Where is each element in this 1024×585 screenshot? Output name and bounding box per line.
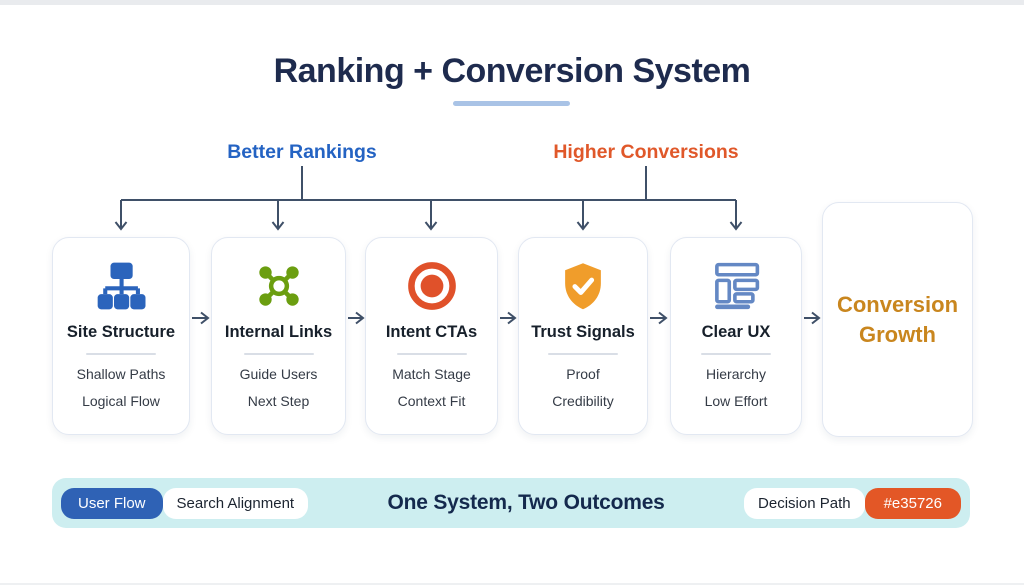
card-divider bbox=[243, 353, 314, 355]
branch-label-better-rankings: Better Rankings bbox=[227, 141, 377, 163]
page-title: Ranking + Conversion System bbox=[273, 52, 751, 90]
card-divider bbox=[396, 353, 467, 355]
card-point: Credibility bbox=[552, 393, 614, 409]
card-divider bbox=[86, 353, 156, 355]
target-icon bbox=[406, 257, 458, 315]
screen-bottom-edge bbox=[0, 583, 1024, 585]
card-intent-ctas: Intent CTAs Match Stage Context Fit bbox=[365, 237, 498, 435]
card-point: Context Fit bbox=[397, 393, 466, 409]
card-point: Hierarchy bbox=[706, 366, 766, 382]
shield-check-icon bbox=[557, 257, 609, 315]
card-title: Trust Signals bbox=[531, 323, 635, 341]
badge-search-alignment: Search Alignment bbox=[162, 487, 309, 519]
card-clear-ux: Clear UX Hierarchy Low Effort bbox=[670, 237, 802, 435]
footer-legend-bar: User Flow Search Alignment One System, T… bbox=[52, 478, 970, 528]
card-trust-signals: Trust Signals Proof Credibility bbox=[518, 237, 648, 435]
card-point: Guide Users bbox=[239, 366, 318, 382]
card-point: Low Effort bbox=[704, 393, 768, 409]
screen-top-edge bbox=[0, 0, 1024, 5]
card-title: Clear UX bbox=[701, 323, 771, 341]
badge-color-swatch: #e35726 bbox=[864, 487, 961, 519]
badge-decision-path: Decision Path bbox=[744, 487, 865, 519]
title-underline bbox=[453, 101, 570, 106]
card-title: Intent CTAs bbox=[385, 323, 478, 341]
card-point: Proof bbox=[566, 366, 600, 382]
card-site-structure: Site Structure Shallow Paths Logical Flo… bbox=[52, 237, 190, 435]
card-point: Shallow Paths bbox=[76, 366, 166, 382]
sitemap-icon bbox=[93, 257, 149, 315]
card-point: Logical Flow bbox=[82, 393, 160, 409]
card-internal-links: Internal Links Guide Users Next Step bbox=[211, 237, 346, 435]
badge-user-flow: User Flow bbox=[61, 487, 163, 519]
hub-network-icon bbox=[252, 257, 306, 315]
card-point: Next Step bbox=[247, 393, 310, 409]
branch-label-higher-conversions: Higher Conversions bbox=[553, 141, 739, 163]
card-title: Internal Links bbox=[224, 323, 333, 341]
card-conversion-growth: Conversion Growth bbox=[822, 202, 973, 437]
card-point: Match Stage bbox=[392, 366, 471, 382]
card-divider bbox=[548, 353, 618, 355]
card-divider bbox=[701, 353, 771, 355]
footer-headline: One System, Two Outcomes bbox=[387, 491, 665, 514]
card-title: Site Structure bbox=[66, 323, 176, 341]
outcome-title: Conversion Growth bbox=[836, 291, 959, 347]
wireframe-layout-icon bbox=[709, 257, 763, 315]
